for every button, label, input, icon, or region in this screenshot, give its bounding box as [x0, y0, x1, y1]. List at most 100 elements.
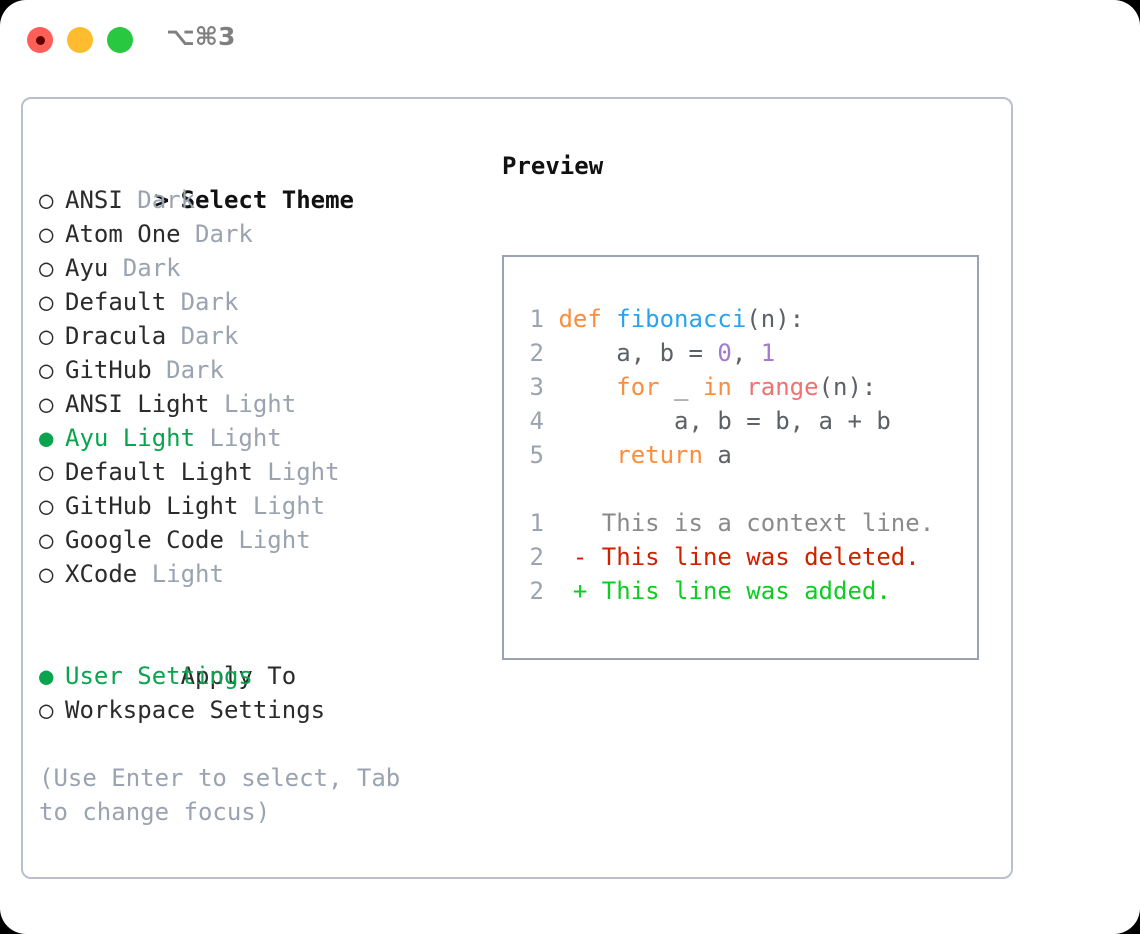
theme-item-variant: Dark: [166, 322, 239, 350]
apply-to-item-label: User Settings: [65, 662, 253, 690]
theme-item-ayu[interactable]: ○ Ayu Dark: [39, 251, 469, 285]
radio-unselected-icon: ○: [39, 696, 54, 724]
radio-unselected-icon: ○: [39, 390, 54, 418]
code-token: range: [746, 373, 819, 401]
radio-unselected-icon: ○: [39, 492, 54, 520]
theme-item-default[interactable]: ○ Default Dark: [39, 285, 469, 319]
diff-text: This line was deleted.: [587, 543, 920, 571]
code-token: [732, 373, 746, 401]
line-number: 5: [529, 441, 544, 469]
diff-text: This line was added.: [587, 577, 891, 605]
theme-item-default-light[interactable]: ○ Default Light Light: [39, 455, 469, 489]
code-token: def: [558, 305, 617, 333]
title-bar: ⌥⌘3: [0, 0, 1140, 78]
code-token: (n):: [746, 305, 805, 333]
theme-picker-header: >Select Theme: [39, 149, 469, 214]
hint-gap: [39, 727, 469, 761]
code-token: a, b =: [558, 339, 718, 367]
theme-item-github[interactable]: ○ GitHub Dark: [39, 353, 469, 387]
theme-item-variant: Dark: [108, 254, 181, 282]
radio-unselected-icon: ○: [39, 526, 54, 554]
code-line: 4 a, b = b, a + b: [518, 404, 934, 438]
code-token: ,: [731, 339, 761, 367]
line-number: 3: [529, 373, 544, 401]
theme-item-label: Atom One: [65, 220, 181, 248]
theme-item-xcode[interactable]: ○ XCode Light: [39, 557, 469, 591]
code-token: return: [616, 441, 703, 469]
code-token: in: [702, 373, 732, 401]
apply-to-title: Apply To: [180, 662, 297, 690]
theme-item-label: GitHub Light: [65, 492, 239, 520]
code-token: 1: [760, 339, 776, 367]
apply-to-item-workspace-settings[interactable]: ○Workspace Settings: [39, 693, 469, 727]
code-token: 0: [717, 339, 732, 367]
keyboard-shortcut-label: ⌥⌘3: [166, 22, 236, 51]
code-token: a: [702, 441, 732, 469]
theme-item-github-light[interactable]: ○GitHub Light Light: [39, 489, 469, 523]
diff-sign: [573, 509, 587, 537]
theme-item-label: Ayu: [65, 254, 109, 282]
code-token: [558, 373, 616, 401]
line-number: 1: [529, 509, 544, 537]
theme-item-dracula[interactable]: ○Dracula Dark: [39, 319, 469, 353]
code-line: 5 return a: [518, 438, 934, 472]
diff-sign: +: [572, 577, 588, 605]
radio-unselected-icon: ○: [39, 560, 54, 588]
theme-item-variant: Light: [223, 526, 311, 554]
radio-unselected-icon: ○: [39, 458, 54, 486]
theme-item-variant: Light: [195, 424, 282, 452]
diff-sign: -: [572, 543, 588, 571]
theme-item-variant: Dark: [151, 356, 224, 384]
radio-unselected-icon: ○: [39, 356, 54, 384]
line-number: 2: [529, 577, 544, 605]
theme-item-variant: Dark: [166, 288, 239, 316]
theme-item-label: Default: [65, 288, 167, 316]
radio-unselected-icon: ○: [39, 186, 54, 214]
theme-picker-title: Select Theme: [180, 186, 354, 214]
code-token: for: [616, 373, 660, 401]
theme-item-label: ANSI Light: [65, 390, 210, 418]
minimize-window-button[interactable]: [67, 27, 93, 53]
code-token: a, b = b, a + b: [558, 407, 891, 435]
diff-line-add: 2 + This line was added.: [518, 574, 934, 608]
code-token: _: [659, 373, 703, 401]
theme-item-ansi[interactable]: ○ANSI Dark: [39, 183, 469, 217]
theme-item-ayu-light[interactable]: ●Ayu Light Light: [39, 421, 469, 455]
code-token: (n):: [818, 373, 877, 401]
radio-selected-icon: ●: [39, 662, 54, 690]
close-icon: [35, 35, 45, 45]
code-token: fibonacci: [616, 305, 747, 333]
code-line: 3 for _ in range(n):: [518, 370, 934, 404]
line-number: 4: [529, 407, 544, 435]
line-number: 2: [529, 543, 544, 571]
line-number: 1: [529, 305, 544, 333]
code-line: 2 a, b = 0, 1: [518, 336, 934, 370]
diff-line-del: 2 - This line was deleted.: [518, 540, 934, 574]
code-token: [558, 441, 616, 469]
close-window-button[interactable]: [27, 27, 53, 53]
radio-unselected-icon: ○: [39, 220, 54, 248]
theme-item-ansi-light[interactable]: ○ ANSI Light Light: [39, 387, 469, 421]
theme-item-variant: Light: [209, 390, 297, 418]
keyboard-hint: (Use Enter to select, Tab to change focu…: [39, 764, 401, 826]
theme-item-label: GitHub: [65, 356, 152, 384]
theme-item-variant: Dark: [180, 220, 253, 248]
apply-to-item-user-settings[interactable]: ● User Settings: [39, 659, 469, 693]
theme-item-variant: Light: [252, 458, 340, 486]
theme-item-label: XCode: [65, 560, 138, 588]
theme-item-label: Default Light: [65, 458, 253, 486]
settings-panel: >Select Theme ○ANSI Dark○Atom One Dark○A…: [21, 97, 1013, 879]
list-gap: [39, 591, 469, 625]
line-number: 2: [529, 339, 544, 367]
theme-item-variant: Dark: [122, 186, 196, 214]
diff-text: This is a context line.: [587, 509, 935, 537]
zoom-window-button[interactable]: [107, 27, 133, 53]
theme-item-atom-one[interactable]: ○ Atom One Dark: [39, 217, 469, 251]
theme-item-variant: Light: [137, 560, 224, 588]
radio-unselected-icon: ○: [39, 254, 54, 282]
theme-item-google-code[interactable]: ○Google Code Light: [39, 523, 469, 557]
radio-unselected-icon: ○: [39, 288, 54, 316]
